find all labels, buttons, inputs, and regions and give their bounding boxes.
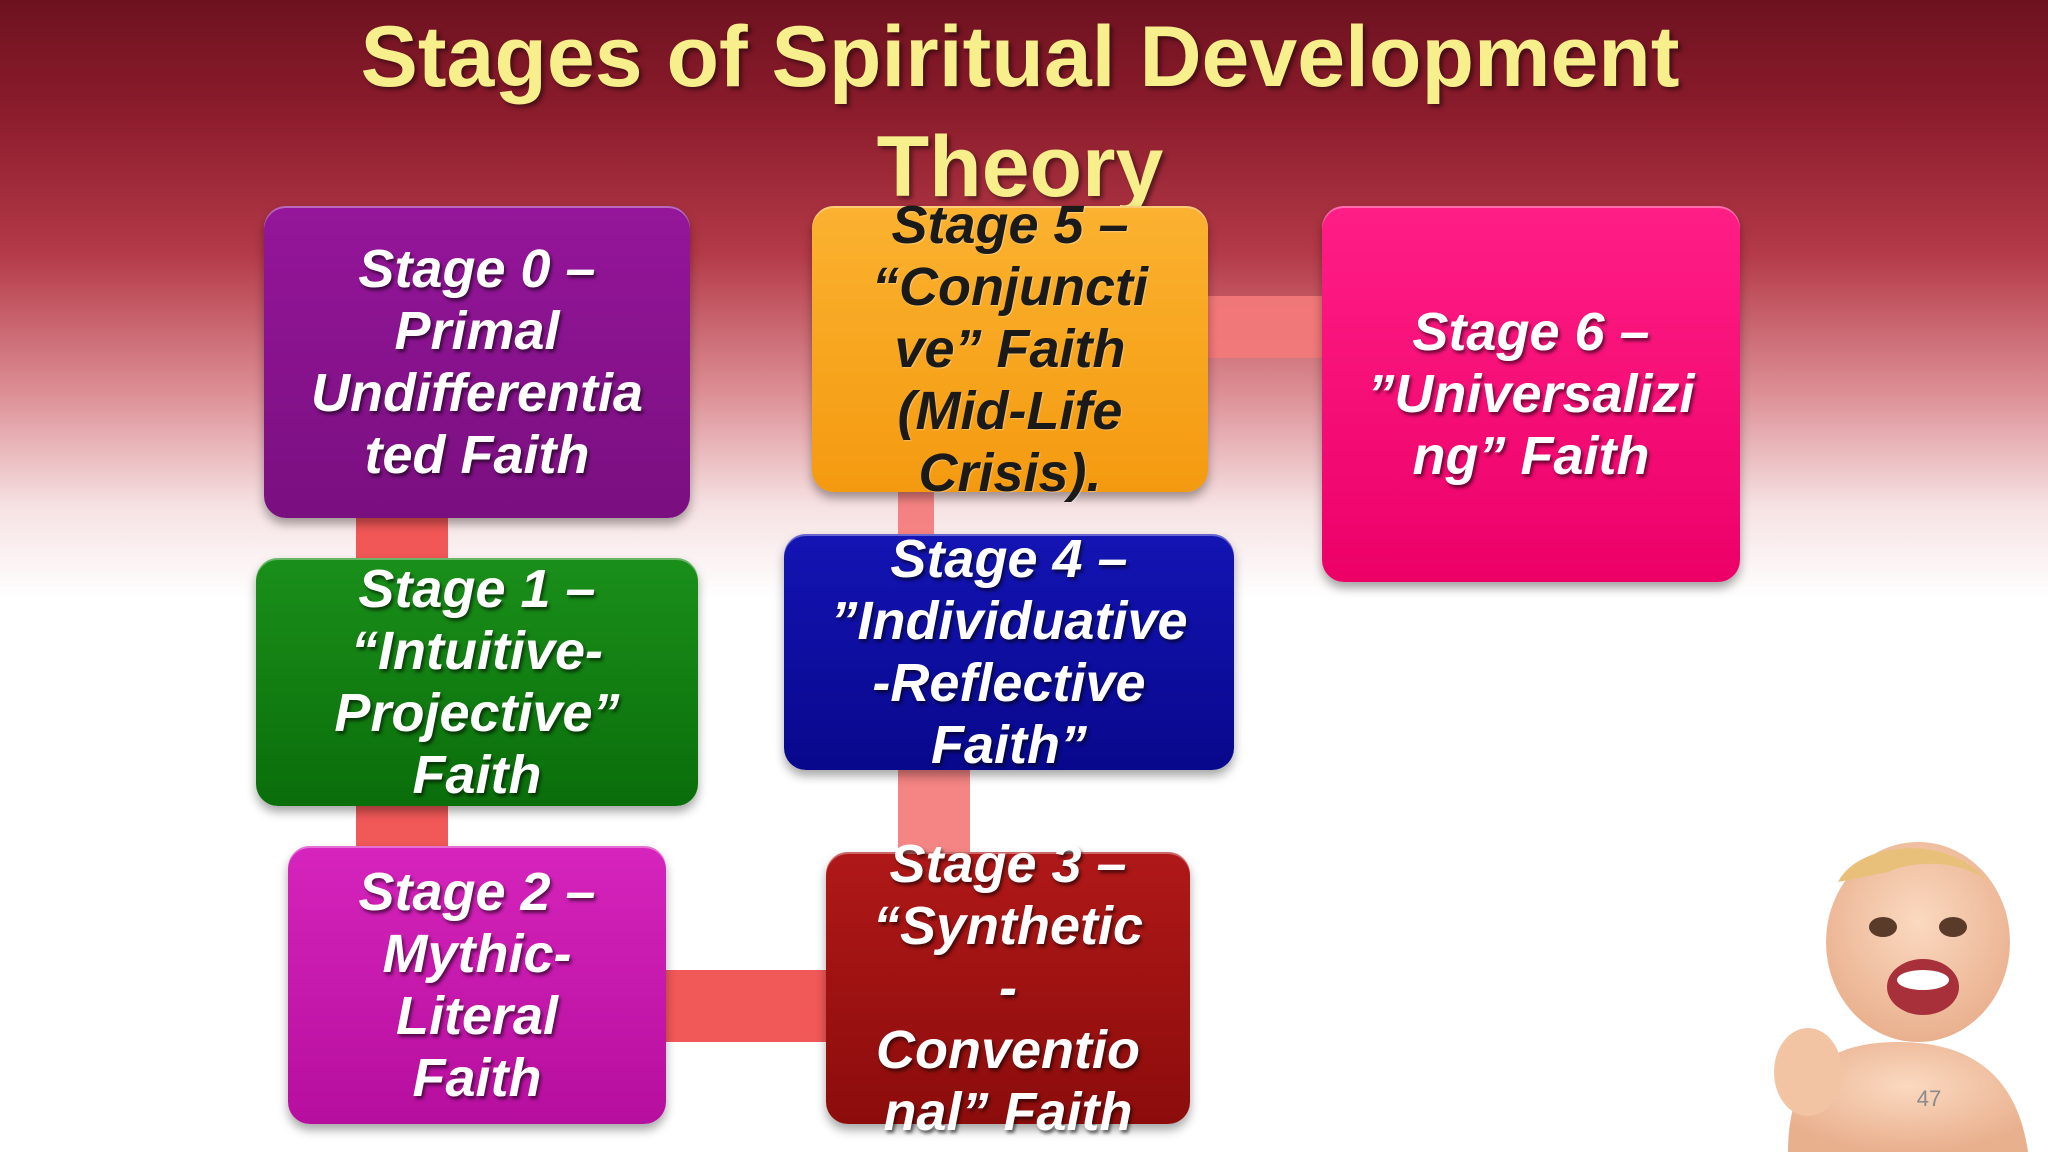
stage-5-box: Stage 5 – “Conjuncti ve” Faith (Mid-Life… <box>812 195 1208 503</box>
stage-2-box: Stage 2 – Mythic- Literal Faith <box>288 846 666 1124</box>
stage-5-label: Stage 5 – “Conjuncti ve” Faith (Mid-Life… <box>872 195 1148 503</box>
stage-1-label: Stage 1 – “Intuitive- Projective” Faith <box>334 559 620 805</box>
stage-0-box: Stage 0 – Primal Undifferentia ted Faith <box>264 206 690 518</box>
stage-2-label: Stage 2 – Mythic- Literal Faith <box>358 862 596 1108</box>
stage-3-label: Stage 3 – “Synthetic - Conventio nal” Fa… <box>872 834 1144 1142</box>
slide-title-line-2: Theory <box>876 119 1164 215</box>
stage-4-label: Stage 4 – ”Individuative -Reflective Fai… <box>830 529 1188 775</box>
slide-title-line-1: Stages of Spiritual Development <box>360 9 1680 105</box>
stage-6-label: Stage 6 – ”Universalizi ng” Faith <box>1367 302 1695 486</box>
connector-stage3-stage4 <box>898 760 970 856</box>
stage-0-label: Stage 0 – Primal Undifferentia ted Faith <box>310 239 644 485</box>
connector-stage4-stage5 <box>898 490 934 536</box>
stage-3-box: Stage 3 – “Synthetic - Conventio nal” Fa… <box>826 834 1190 1142</box>
connector-stage5-stage6 <box>1200 296 1326 358</box>
stage-6-box: Stage 6 – ”Universalizi ng” Faith <box>1322 206 1740 582</box>
connector-stage2-stage3 <box>660 970 830 1042</box>
slide-number: 47 <box>1916 1086 1942 1111</box>
laughing-baby-image <box>1774 842 2028 1152</box>
stage-4-box: Stage 4 – ”Individuative -Reflective Fai… <box>784 529 1234 775</box>
stage-1-box: Stage 1 – “Intuitive- Projective” Faith <box>256 558 698 806</box>
